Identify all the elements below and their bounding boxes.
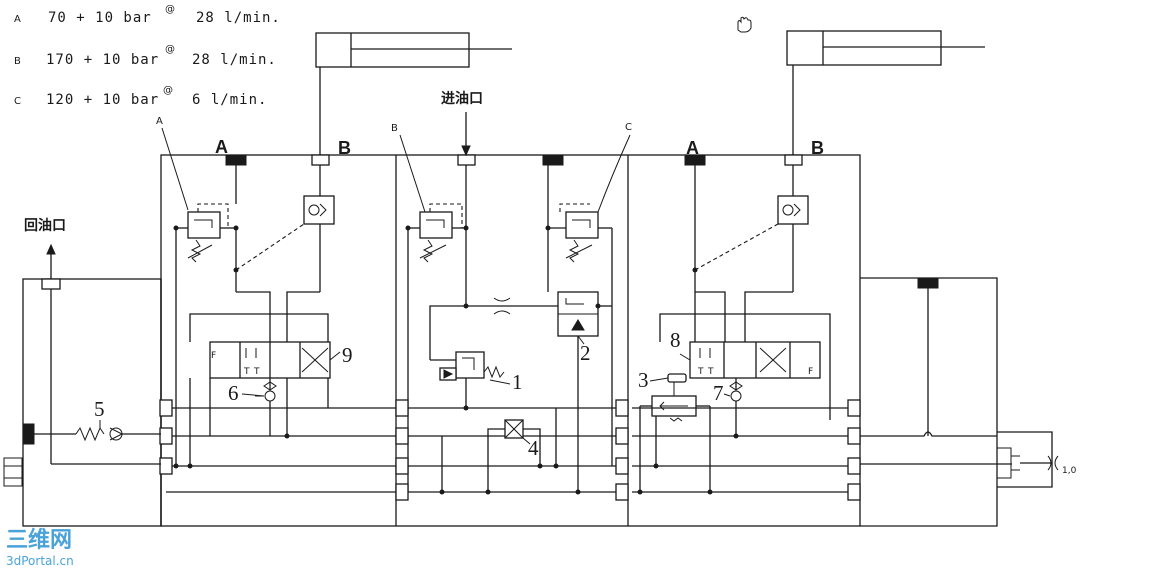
number-8: 8 [670, 328, 681, 352]
spec-c-pressure: 120 + 10 bar [46, 92, 159, 108]
number-5: 5 [94, 397, 105, 421]
section-1: F T T [159, 165, 396, 493]
spec-b-letter: B [14, 56, 21, 67]
callout-a: A [156, 116, 163, 127]
svg-text:F: F [211, 351, 216, 361]
valve-block-frame [22, 154, 1053, 527]
number-7: 7 [713, 381, 724, 405]
spec-b-flow: 28 l/min. [192, 52, 277, 68]
spec-a-pressure: 70 + 10 bar [48, 10, 152, 26]
top-ports [22, 154, 939, 445]
number-4: 4 [528, 436, 539, 460]
port-label-b-right: B [811, 138, 824, 158]
svg-text:F: F [808, 367, 813, 377]
return-label: 回油口 [24, 217, 66, 234]
spec-b-at: @ [165, 44, 175, 55]
left-end-plate [3, 289, 161, 487]
number-6: 6 [228, 381, 239, 405]
port-label-a-right: A [686, 138, 699, 158]
watermark-logo: 三维网 [6, 527, 72, 553]
inlet-label: 进油口 [441, 90, 483, 107]
svg-text:T: T [253, 367, 260, 377]
section-3: T T F [632, 165, 861, 501]
component-numbers: 1 2 3 4 5 6 7 8 9 1,0 [94, 328, 1077, 476]
section-2 [395, 165, 629, 501]
spec-a-letter: A [14, 14, 21, 25]
callout-b: B [391, 123, 398, 134]
spec-a-flow: 28 l/min. [196, 10, 281, 26]
cylinder-left [315, 32, 512, 158]
spec-c-letter: C [14, 96, 21, 107]
spec-c-at: @ [163, 85, 173, 96]
spec-b-pressure: 170 + 10 bar [46, 52, 159, 68]
number-1: 1 [512, 370, 523, 394]
hand-cursor-icon [737, 16, 752, 33]
spec-a-at: @ [165, 4, 175, 15]
right-end-plate [860, 288, 1059, 479]
cylinder-right [786, 30, 985, 158]
svg-text:T: T [243, 367, 250, 377]
spec-c-flow: 6 l/min. [192, 92, 267, 108]
number-9: 9 [342, 343, 353, 367]
orifice-label: 1,0 [1062, 466, 1077, 476]
port-label-b-left: B [338, 138, 351, 158]
watermark: 三维网 3dPortal.cn [6, 527, 74, 568]
callout-c: C [625, 122, 632, 133]
svg-text:T: T [707, 367, 714, 377]
number-3: 3 [638, 368, 649, 392]
watermark-site: 3dPortal.cn [6, 554, 74, 568]
svg-text:T: T [697, 367, 704, 377]
number-2: 2 [580, 341, 591, 365]
pressure-spec-list: A 70 + 10 bar @ 28 l/min. B 170 + 10 bar… [14, 4, 281, 108]
port-label-a-left: A [215, 137, 228, 157]
